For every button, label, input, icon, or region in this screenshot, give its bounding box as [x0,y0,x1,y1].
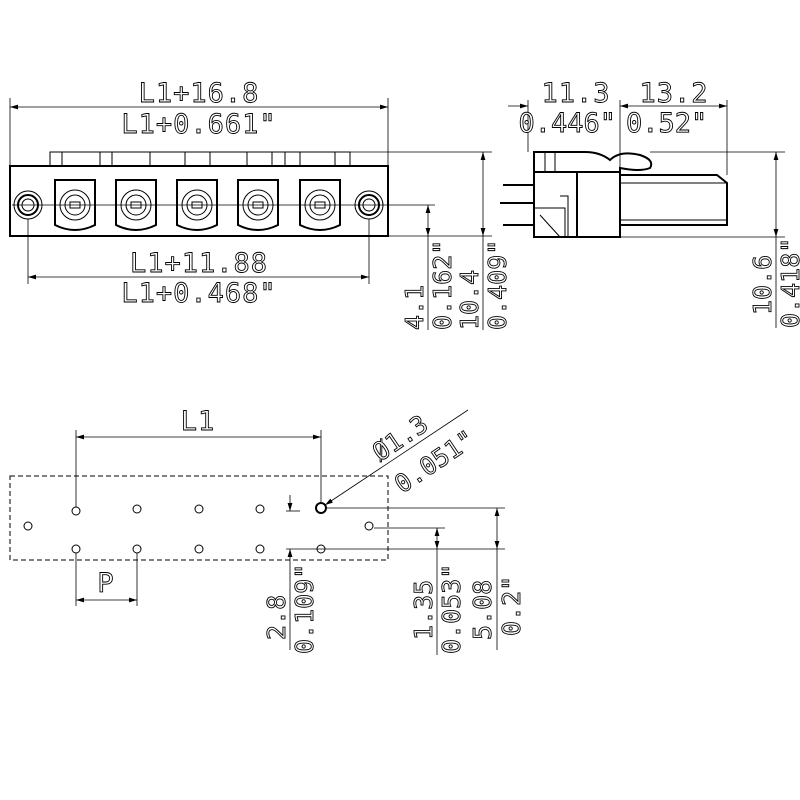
dim-l1-label: L1 [181,406,216,437]
side-housing [533,151,653,238]
dim-depth-left-in: 0.446" [518,108,616,139]
dim-offset-mm: 5.08 [468,580,497,640]
dim-row-spacing-mm: 2.8 [262,595,291,640]
dim-flange-pitch-mm: L1+11.88 [130,248,268,279]
footprint-outline [9,475,389,561]
dim-depth-left-mm: 11.3 [541,78,610,109]
pcb-footprint: L1 P Ø1.3 0.051" 2.8 0.109" 1.35 0.053" … [9,406,526,655]
footprint-holes [23,502,374,554]
dim-flange-pitch-in: L1+0.468" [121,278,276,309]
dim-total-height-mm: 10.4 [455,270,484,330]
dim-overall-length-in: L1+0.661" [121,109,276,140]
dim-total-height-in: 0.409" [483,240,512,330]
dim-flange-offset-mm: 1.35 [409,580,438,640]
dim-offset-in: 0.2" [497,576,526,636]
dim-depth-right-in: 0.52" [626,108,707,139]
dim-flange-offset-in: 0.053" [437,564,466,654]
dim-hole-height-in: 0.162" [428,240,457,330]
side-view: 11.3 0.446" 13.2 0.52" 10.6 0.418" [500,78,800,328]
dim-row-spacing-in: 0.109" [290,564,319,654]
dim-side-height-in: 0.418" [776,238,800,328]
dim-depth-right-mm: 13.2 [639,78,708,109]
front-view: L1+16.8 L1+0.661" L1+11.88 L1+0.468" 4.1… [9,78,512,330]
dim-hole-height-mm: 4.1 [400,285,429,330]
connector-body [9,165,389,237]
dim-pitch-label: P [97,568,114,599]
top-clip-bar [49,151,351,167]
side-pins [500,184,534,226]
dim-overall-length-mm: L1+16.8 [139,78,260,109]
dim-side-height-mm: 10.6 [748,255,777,315]
